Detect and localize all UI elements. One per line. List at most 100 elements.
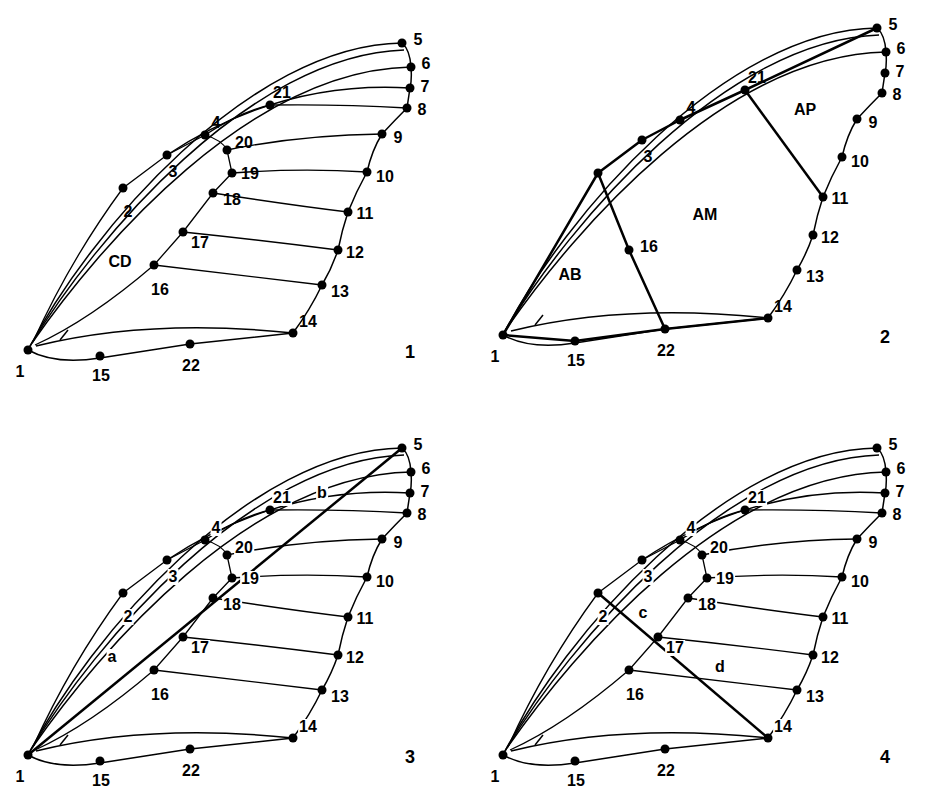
landmark-number: 10 — [850, 154, 870, 170]
wing-panel — [499, 444, 891, 766]
landmark-number: 4 — [686, 520, 697, 536]
landmark-number: 5 — [888, 437, 899, 453]
landmark-number: 9 — [393, 535, 404, 551]
wing-veins — [33, 87, 410, 345]
landmark-number: 7 — [420, 484, 431, 500]
landmark-number: 7 — [895, 64, 906, 80]
landmark-number: 16 — [625, 687, 645, 703]
landmark-number: 4 — [211, 115, 222, 131]
landmark-number: 21 — [272, 85, 292, 101]
landmark-number: 9 — [868, 115, 879, 131]
landmark-number: 20 — [234, 135, 254, 151]
wing-panel — [24, 444, 416, 766]
panel-number: 3 — [404, 748, 416, 766]
landmark-number: 15 — [566, 773, 586, 789]
landmark-number: 12 — [345, 245, 365, 261]
landmark-number: 18 — [697, 597, 717, 613]
landmark-number: 18 — [222, 597, 242, 613]
landmark-number: 3 — [168, 569, 179, 585]
landmark-number: 1 — [15, 769, 26, 785]
landmark-number: 15 — [566, 353, 586, 369]
distance-label: b — [316, 485, 328, 501]
landmark-number: 14 — [773, 299, 793, 315]
wing-veins — [33, 492, 410, 750]
area-boundaries — [503, 28, 877, 341]
landmark-number: 19 — [240, 571, 260, 587]
wing-outline — [28, 43, 411, 360]
landmark-number: 13 — [330, 284, 350, 300]
landmark-number: 21 — [747, 70, 767, 86]
landmark-number: 11 — [831, 611, 850, 627]
landmark-number: 22 — [181, 358, 201, 374]
distance-label: c — [638, 605, 649, 621]
landmark-number: 9 — [868, 535, 879, 551]
wing-panel — [24, 39, 416, 361]
landmark-number: 14 — [298, 719, 318, 735]
area-label: AB — [557, 267, 582, 283]
landmark-dots — [499, 444, 891, 766]
landmark-number: 6 — [421, 461, 432, 477]
landmark-number: 9 — [393, 130, 404, 146]
landmark-number: 20 — [234, 540, 254, 556]
landmark-number: 7 — [420, 79, 431, 95]
area-label: AM — [692, 207, 719, 223]
landmark-number: 19 — [240, 166, 260, 182]
landmark-number: 2 — [123, 609, 134, 625]
landmark-number: 8 — [417, 507, 428, 523]
landmark-number: 13 — [330, 689, 350, 705]
distance-label: a — [107, 649, 118, 665]
landmark-number: 2 — [598, 609, 609, 625]
landmark-number: 15 — [91, 368, 111, 384]
distance-label: d — [714, 659, 726, 675]
landmark-dots — [499, 24, 891, 346]
panel-number: 1 — [404, 343, 416, 361]
panel-number: 2 — [879, 328, 891, 346]
landmark-number: 6 — [896, 41, 907, 57]
landmark-number: 11 — [831, 191, 850, 207]
landmark-number: 22 — [656, 343, 676, 359]
landmark-number: 4 — [686, 100, 697, 116]
landmark-number: 6 — [896, 461, 907, 477]
landmark-number: 5 — [413, 437, 424, 453]
wing-outline — [503, 448, 886, 765]
landmark-number: 7 — [895, 484, 906, 500]
landmark-number: 16 — [150, 282, 170, 298]
landmark-number: 10 — [375, 574, 395, 590]
landmark-number: 8 — [892, 507, 903, 523]
landmark-number: 10 — [850, 574, 870, 590]
landmark-number: 10 — [375, 169, 395, 185]
landmark-number: 16 — [150, 687, 170, 703]
region-label: CD — [107, 254, 132, 270]
landmark-dots — [24, 39, 416, 361]
landmark-number: 22 — [656, 763, 676, 779]
landmark-number: 1 — [490, 769, 501, 785]
landmark-number: 19 — [715, 571, 735, 587]
landmark-number: 3 — [643, 149, 654, 165]
landmark-number: 8 — [417, 102, 428, 118]
landmark-number: 16 — [639, 239, 659, 255]
area-label: AP — [793, 102, 817, 118]
landmark-number: 5 — [888, 17, 899, 33]
wing-veins — [508, 492, 885, 750]
landmark-number: 11 — [356, 206, 375, 222]
distance-line — [598, 593, 768, 738]
wing-outline — [28, 448, 411, 765]
landmark-number: 13 — [805, 689, 825, 705]
landmark-number: 17 — [190, 235, 210, 251]
landmark-number: 11 — [356, 611, 375, 627]
landmark-number: 17 — [190, 640, 210, 656]
landmark-number: 12 — [820, 230, 840, 246]
landmark-number: 12 — [820, 650, 840, 666]
landmark-number: 1 — [15, 364, 26, 380]
landmark-number: 3 — [168, 164, 179, 180]
wing-outline — [503, 28, 886, 345]
landmark-number: 20 — [709, 540, 729, 556]
landmark-number: 21 — [272, 490, 292, 506]
wing-panel — [499, 24, 891, 346]
landmark-number: 5 — [413, 32, 424, 48]
landmark-number: 15 — [91, 773, 111, 789]
landmark-number: 17 — [665, 640, 685, 656]
landmark-dots — [24, 444, 416, 766]
panel-number: 4 — [879, 748, 891, 766]
